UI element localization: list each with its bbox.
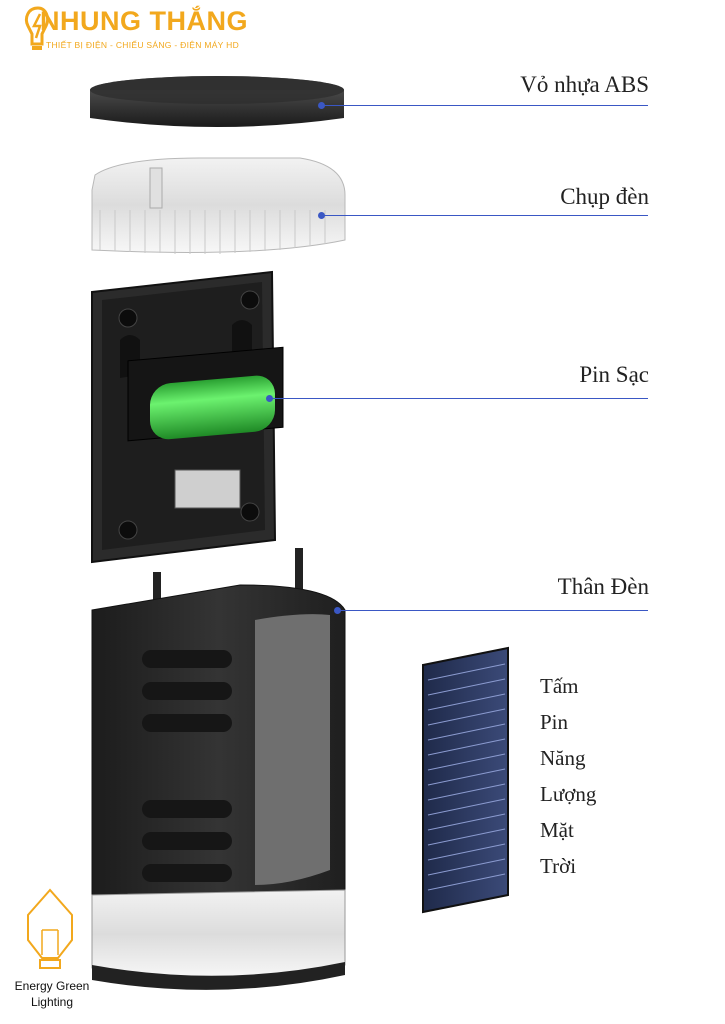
solar-panel-shape [422, 646, 509, 914]
solar-label-word: Trời [540, 854, 577, 878]
leader-line-lens [322, 215, 648, 216]
leader-dot-body [334, 607, 341, 614]
label-battery: Pin Sạc [579, 362, 649, 387]
solar-label-word: Tấm [540, 674, 579, 698]
solar-label-word: Mặt [540, 818, 574, 842]
label-abs-cover: Vỏ nhựa ABS [520, 72, 649, 97]
leader-line-battery [270, 398, 648, 399]
label-body: Thân Đèn [557, 574, 649, 599]
secondary-brand: Energy Green Lighting [4, 978, 100, 1010]
leader-dot-abs [318, 102, 325, 109]
leader-line-body [338, 610, 648, 611]
secondary-brand-line2: Lighting [30, 995, 74, 1009]
secondary-brand-line1: Energy Green [14, 979, 90, 993]
brand-tagline: THIẾT BỊ ĐIỆN - CHIẾU SÁNG - ĐIỆN MÁY HD [46, 40, 240, 50]
energy-bulb-icon [27, 888, 73, 969]
leader-dot-lens [318, 212, 325, 219]
logo-bulb-icon [24, 6, 50, 50]
leader-dot-battery [266, 395, 273, 402]
logo: NHUNG THẮNG THIẾT BỊ ĐIỆN - CHIẾU SÁNG -… [0, 0, 290, 52]
battery-plate-shape [91, 270, 284, 564]
leader-line-abs [322, 105, 648, 106]
abs-cover-shape [90, 76, 344, 127]
solar-label-word: Pin [540, 710, 569, 734]
solar-label-word: Lượng [540, 782, 597, 806]
lamp-body-shape [91, 548, 346, 990]
lens-cover-shape [91, 157, 346, 254]
brand-name: NHUNG THẮNG [40, 6, 248, 36]
solar-label-word: Năng [540, 746, 586, 770]
label-lens-cover: Chụp đèn [560, 184, 649, 209]
